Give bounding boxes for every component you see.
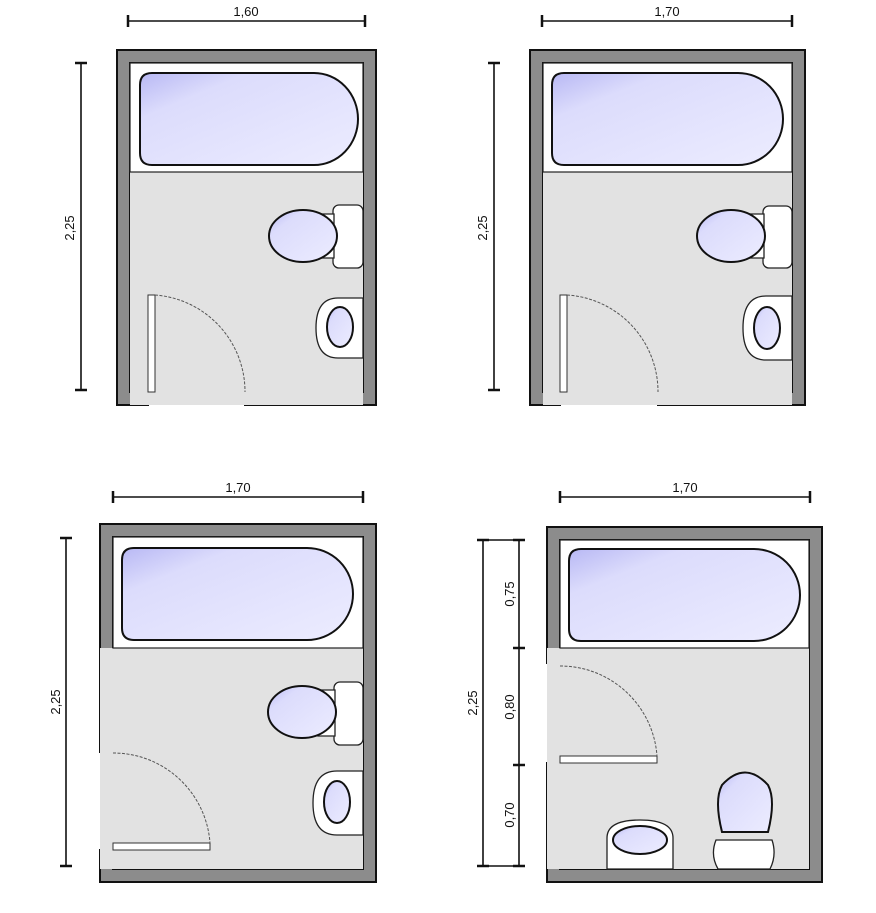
depth-dimension: 2,25 — [62, 61, 87, 392]
door[interactable] — [112, 752, 211, 851]
width-dimension: 1,70 — [540, 4, 794, 27]
sink — [742, 295, 793, 361]
width-label: 1,70 — [672, 480, 697, 495]
floor — [100, 648, 363, 869]
width-label: 1,70 — [654, 4, 679, 19]
plan-1: 1,60 2,25 — [62, 4, 377, 406]
depth-label: 2,25 — [62, 215, 77, 240]
width-label: 1,70 — [225, 480, 250, 495]
toilet — [268, 204, 364, 269]
bathtub — [551, 72, 784, 166]
width-dimension: 1,70 — [111, 480, 365, 503]
toilet — [267, 681, 364, 746]
width-dimension: 1,70 — [558, 480, 812, 503]
sink — [315, 297, 364, 359]
depth-label: 2,25 — [475, 215, 490, 240]
bathtub — [121, 547, 354, 641]
depth-dimension: 2,25 — [475, 61, 500, 392]
sink — [606, 819, 674, 870]
sink — [312, 770, 364, 836]
depth-label: 2,25 — [48, 689, 63, 714]
depth-dimension: 2,25 — [465, 538, 520, 868]
bathtub — [568, 548, 801, 642]
toilet — [696, 205, 793, 269]
plan-4: 1,70 2,25 0,75 0,80 0,70 — [465, 480, 823, 883]
depth-dimension: 2,25 — [48, 536, 72, 868]
segment-label: 0,70 — [502, 802, 517, 827]
door[interactable] — [147, 294, 246, 393]
door[interactable] — [559, 665, 658, 764]
segment-dimensions: 0,75 0,80 0,70 — [502, 538, 525, 868]
door[interactable] — [559, 294, 659, 393]
plan-2: 1,70 2,25 — [475, 4, 806, 406]
floor — [130, 172, 363, 405]
bathtub — [139, 72, 359, 166]
segment-label: 0,75 — [502, 581, 517, 606]
width-dimension: 1,60 — [126, 4, 367, 27]
width-label: 1,60 — [233, 4, 258, 19]
toilet — [712, 771, 775, 870]
depth-label: 2,25 — [465, 690, 480, 715]
floor — [543, 172, 792, 405]
plan-3: 1,70 2,25 — [48, 480, 377, 883]
segment-label: 0,80 — [502, 694, 517, 719]
